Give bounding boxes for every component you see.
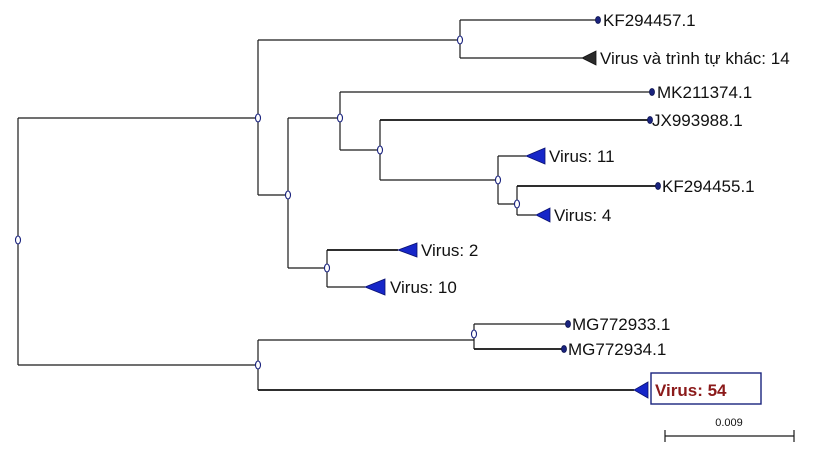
label-virus10: Virus: 10 [390, 278, 457, 297]
label-virus11: Virus: 11 [549, 147, 615, 166]
label-virus54: Virus: 54 [655, 381, 727, 400]
tip-marker [561, 345, 567, 353]
internal-node [323, 263, 331, 273]
label-kf294457: KF294457.1 [603, 11, 696, 30]
label-other14: Virus và trình tự khác: 14 [600, 49, 790, 68]
label-virus4: Virus: 4 [554, 206, 611, 225]
highlight-box [650, 372, 762, 405]
internal-node [376, 145, 384, 155]
tip-marker [565, 320, 571, 328]
collapsed-clade-triangle [535, 207, 551, 223]
internal-node [254, 113, 262, 123]
collapsed-clade-triangle [363, 278, 386, 296]
collapsed-clade-triangle-black [581, 50, 597, 66]
label-jx993988: JX993988.1 [652, 111, 743, 130]
label-mg772933: MG772933.1 [572, 315, 670, 334]
tip-marker [655, 182, 661, 190]
label-mg772934: MG772934.1 [568, 340, 666, 359]
root-node [14, 235, 22, 245]
label-mk211374: MK211374.1 [657, 83, 752, 102]
collapsed-clade-triangle [396, 242, 418, 258]
tip-marker [647, 116, 653, 124]
internal-node [284, 190, 292, 200]
scale-bar-label: 0.009 [715, 417, 743, 429]
tip-marker [595, 16, 601, 24]
internal-node [254, 360, 262, 370]
tip-marker [649, 88, 655, 96]
internal-node [494, 175, 502, 185]
internal-node [456, 35, 464, 45]
label-virus2: Virus: 2 [421, 241, 478, 260]
collapsed-clade-triangle [524, 147, 546, 165]
internal-node [336, 113, 344, 123]
internal-node [470, 329, 478, 339]
internal-node [513, 199, 521, 209]
collapsed-clade-triangle [633, 381, 649, 399]
label-kf294455: KF294455.1 [662, 177, 755, 196]
